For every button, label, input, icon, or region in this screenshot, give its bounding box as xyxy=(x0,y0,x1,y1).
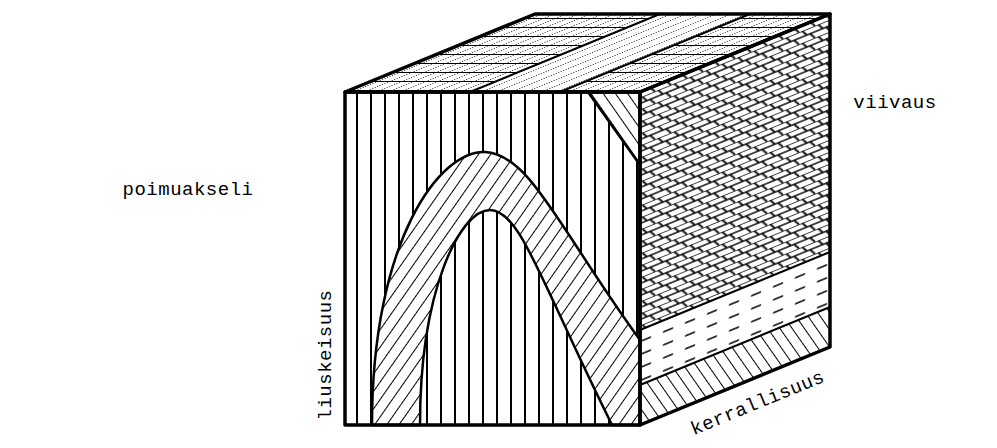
front-face xyxy=(345,92,640,425)
top-divider xyxy=(470,14,660,92)
structure-label: viivaus xyxy=(853,93,936,114)
block-outline xyxy=(640,14,830,425)
block-outline xyxy=(345,14,830,92)
layer-boundary xyxy=(640,307,830,385)
structure-label: liuskeisuus xyxy=(316,290,337,421)
block-outline xyxy=(345,92,640,425)
folded-layer xyxy=(372,152,640,425)
structure-label: poimuakseli xyxy=(123,180,254,201)
upper-layer xyxy=(588,92,640,165)
